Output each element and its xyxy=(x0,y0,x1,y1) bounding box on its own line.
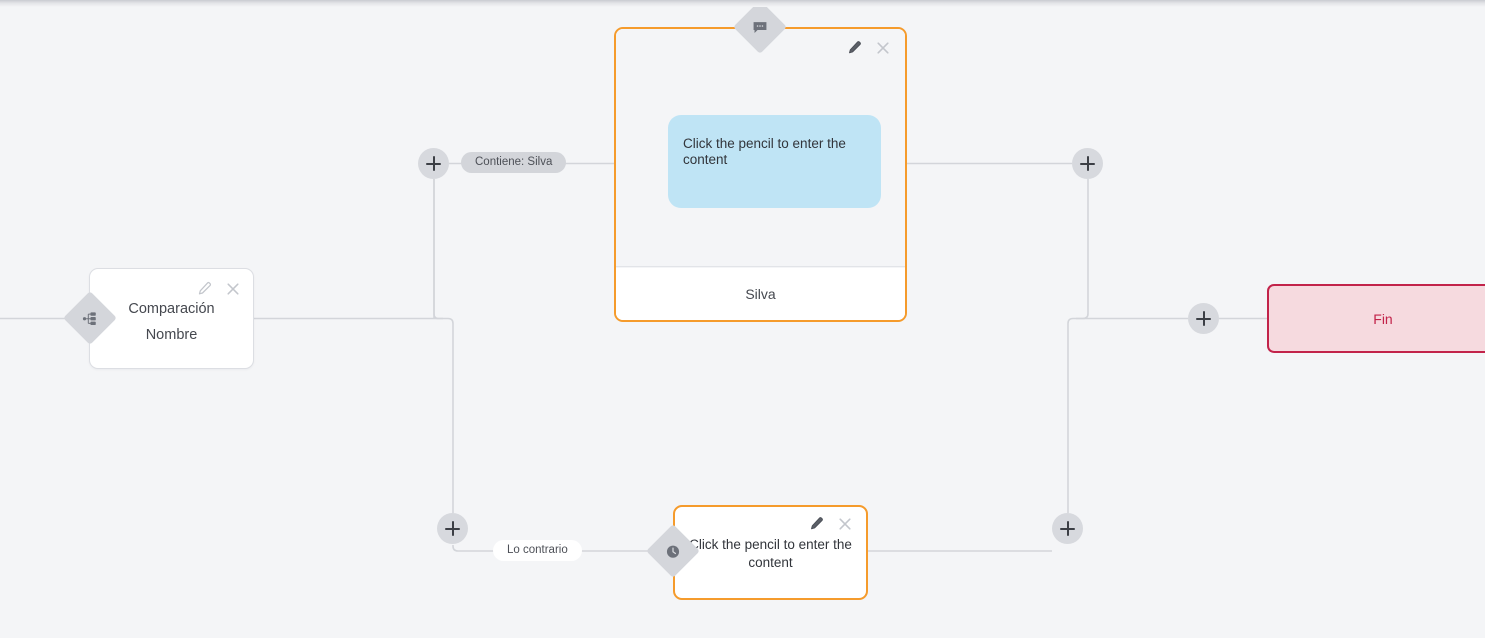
close-icon[interactable] xyxy=(225,281,241,297)
comparison-node-actions[interactable] xyxy=(196,281,241,297)
edge-label-lo-contrario[interactable]: Lo contrario xyxy=(493,540,582,561)
pencil-icon[interactable] xyxy=(196,281,212,297)
pencil-icon[interactable] xyxy=(808,516,824,532)
end-node-label: Fin xyxy=(1373,310,1393,327)
message-node-bottom-actions[interactable] xyxy=(808,516,853,532)
message-bubble-top-text: Click the pencil to enter the content xyxy=(683,136,846,167)
branch-icon xyxy=(82,310,99,327)
comparison-node-title: Comparación xyxy=(128,301,215,317)
pencil-icon[interactable] xyxy=(846,40,862,56)
add-node-button-before-end[interactable] xyxy=(1188,303,1219,334)
wire-true-corner xyxy=(433,179,443,320)
message-node-top-footer-label: Silva xyxy=(745,286,776,302)
clock-icon xyxy=(665,543,682,560)
message-node-top-body: Click the pencil to enter the content xyxy=(616,29,905,267)
message-node-top[interactable]: Click the pencil to enter the content Si… xyxy=(614,27,907,322)
add-node-button-true-branch[interactable] xyxy=(418,148,449,179)
wire-false-to-bottom xyxy=(452,545,673,552)
message-node-top-handle[interactable] xyxy=(733,0,787,54)
comparison-input-handle[interactable] xyxy=(63,291,117,345)
message-node-top-footer: Silva xyxy=(616,268,905,320)
edge-label-contiene[interactable]: Contiene: Silva xyxy=(461,152,567,173)
comparison-node-subtitle: Nombre xyxy=(145,327,198,343)
wire-upper-merge-down xyxy=(1076,179,1089,320)
add-node-button-after-bottom-message[interactable] xyxy=(1052,513,1083,544)
end-node[interactable]: Fin xyxy=(1267,284,1485,353)
add-node-button-after-top-message[interactable] xyxy=(1072,148,1103,179)
message-node-bottom-text: Click the pencil to enter the content xyxy=(689,537,852,570)
wire-lower-merge-up xyxy=(1067,317,1076,513)
message-node-bottom-handle[interactable] xyxy=(646,524,700,578)
message-bubble-top[interactable]: Click the pencil to enter the content xyxy=(668,115,881,208)
chat-bubble-icon xyxy=(752,19,769,36)
message-node-top-actions[interactable] xyxy=(846,40,891,56)
close-icon[interactable] xyxy=(837,516,853,532)
message-node-bottom[interactable]: Click the pencil to enter the content xyxy=(673,505,868,600)
wire-false-corner xyxy=(443,317,454,513)
add-node-button-false-branch[interactable] xyxy=(437,513,468,544)
close-icon[interactable] xyxy=(875,40,891,56)
